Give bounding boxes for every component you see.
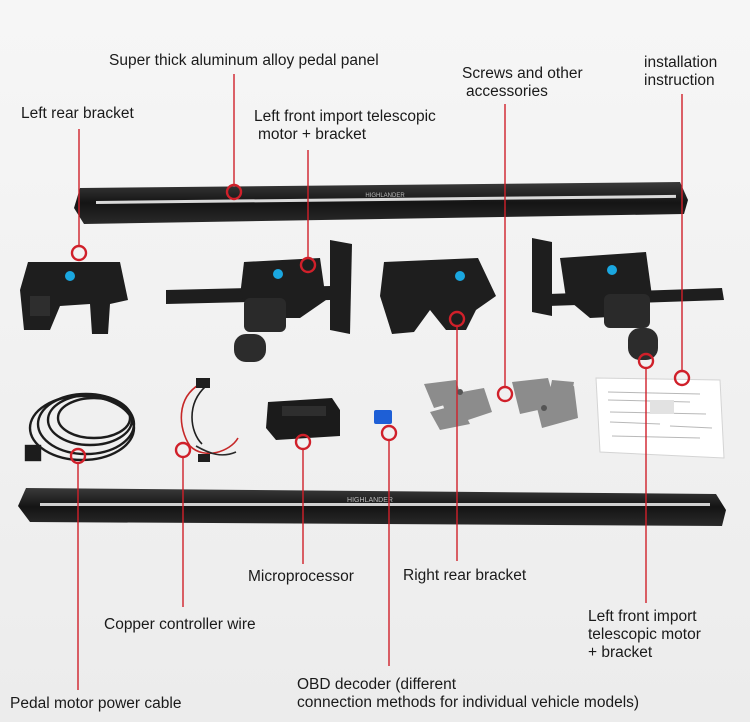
marker-pedal-panel [225,183,243,201]
screws-accessories [424,378,578,430]
label-obd-decoder: OBD decoder (different connection method… [297,676,640,711]
label-left-rear-bracket: Left rear bracket [21,105,134,122]
marker-left-front-bottom [637,352,655,370]
label-microprocessor: Microprocessor [248,568,354,585]
bracket-right-motor [532,238,724,360]
bracket-left-front-motor [166,240,352,362]
label-installation-instruction: installation instruction [644,54,718,89]
pedal-panel-bottom: HIGHLANDER [18,488,726,526]
marker-screws [496,385,514,403]
marker-left-front-top [299,256,317,274]
marker-installation [673,369,691,387]
accent-dot [607,265,617,275]
bracket-right-rear [380,258,496,334]
marker-left-rear [70,244,88,262]
microprocessor-unit [266,398,340,440]
accent-dot [273,269,283,279]
brand-text-top: HIGHLANDER [365,193,405,199]
power-cable-coil [24,392,136,462]
marker-obd [380,424,398,442]
label-pedal-motor-power-cable: Pedal motor power cable [10,695,182,712]
instruction-sheet [595,377,725,459]
label-pedal-panel: Super thick aluminum alloy pedal panel [109,52,379,69]
marker-copper-wire [174,441,192,459]
label-screws-accessories: Screws and other accessories [462,65,583,100]
marker-right-rear [448,310,466,328]
marker-microprocessor [294,433,312,451]
accent-dot [65,271,75,281]
label-left-front-motor-bottom: Left front import telescopic motor + bra… [588,608,701,661]
marker-power-cable [69,447,87,465]
markers [69,183,691,465]
brand-text-bottom: HIGHLANDER [347,497,393,504]
label-left-front-motor-top: Left front import telescopic motor + bra… [254,108,436,143]
accent-dot [455,271,465,281]
label-copper-controller-wire: Copper controller wire [104,616,256,633]
bracket-left-rear [20,262,128,334]
leader-lines [77,74,683,690]
label-right-rear-bracket: Right rear bracket [403,567,527,584]
obd-decoder [374,410,392,424]
